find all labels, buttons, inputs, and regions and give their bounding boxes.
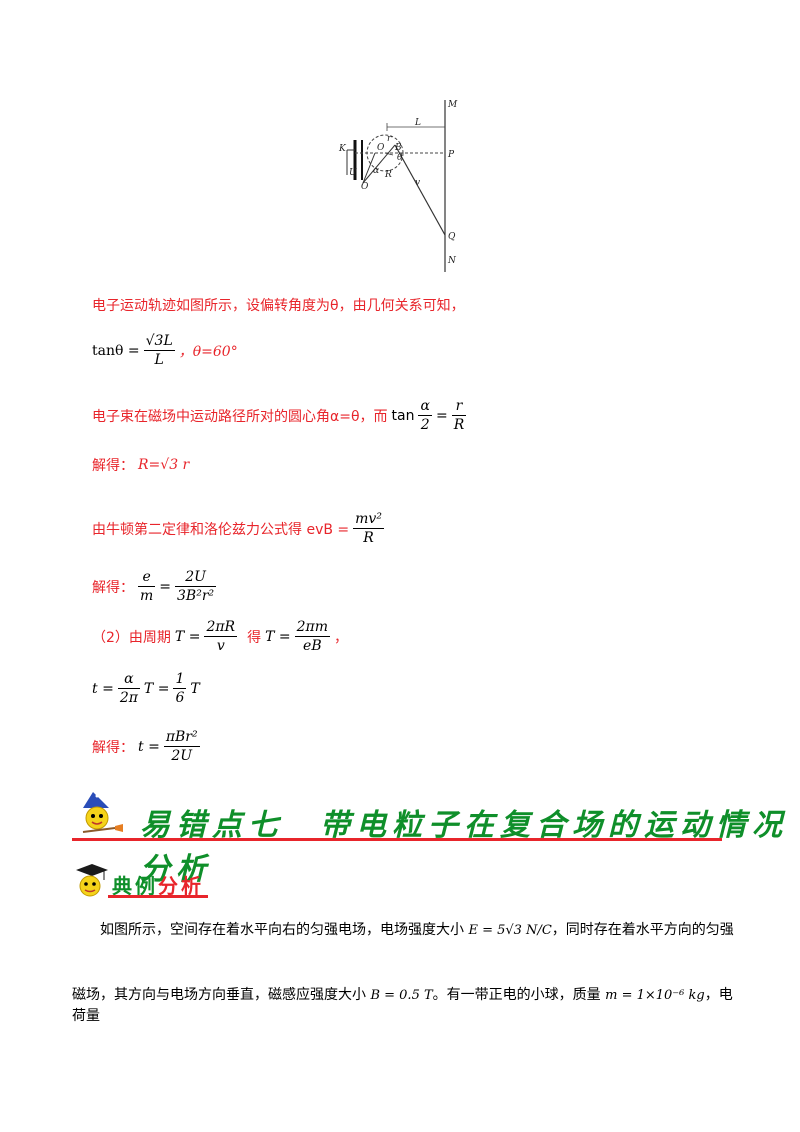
sub-title: 典例分析 [112,870,204,899]
line8-t1: T = [143,680,170,697]
line8-den2: 6 [175,690,185,706]
scholar-mascot-icon [76,864,108,897]
problem-p2-b: 。有一带正电的小球，质量 [432,987,601,1003]
line9-den: 2U [171,748,193,764]
line8-t2: T [190,680,200,697]
label-k: K [338,144,347,154]
line5-num: mv² [353,511,384,529]
solution-line-9: 解得： t = πBr² 2U [92,728,204,765]
solution-line-4: 解得： R=√3 r [92,455,193,475]
label-r-big: R [384,170,392,180]
line3-frac1: α 2 [418,397,432,434]
line4-label: 解得： [92,458,134,474]
problem-p2-formula1: B = 0.5 T [370,988,433,1003]
problem-line-2: 磁场，其方向与电场方向垂直，磁感应强度大小 B = 0.5 T。有一带正电的小球… [72,985,742,1026]
line4-expr: R=√3 r [138,457,190,473]
label-q: Q [448,232,456,242]
line7-num1: 2πR [204,619,238,637]
label-b: B [394,143,402,153]
line6-label: 解得： [92,579,134,596]
line7-label: （2）由周期 [92,629,171,646]
line8-den1: 2π [119,690,138,706]
line9-frac: πBr² 2U [163,728,200,765]
line6-frac2: 2U 3B²r² [175,568,217,605]
section-title: 易错点七 带电粒子在复合场的运动情况分析 [140,808,788,887]
eq1-lhs: tanθ = [92,342,140,359]
line8-num1: α [117,670,140,689]
line3-frac1-num: α [418,398,432,416]
line3-frac2: r R [451,397,467,434]
line7-t-eq2: T = [265,628,291,645]
label-o: O [361,182,369,192]
trajectory-diagram: M P Q N K U O O L R B r θ α v [338,100,458,272]
line7-frac1: 2πR v [204,618,238,655]
line6-frac1-num: e [138,568,156,587]
eq1-tail: ，θ=60° [178,343,238,360]
line3-tan: tan [391,407,415,424]
eq1-fraction: √3L L [143,332,175,369]
label-u: U [349,168,357,178]
line8-frac2: 1 6 [173,670,187,707]
line3-frac2-num: r [451,397,467,416]
problem-p2-a: 磁场，其方向与电场方向垂直，磁感应强度大小 [72,987,366,1003]
line9-num: πBr² [163,729,200,747]
solution-line-5: 由牛顿第二定律和洛伦兹力公式得 evB = mv² R [92,510,388,547]
line3-frac1-den: 2 [420,417,430,433]
line3-text: 电子束在磁场中运动路径所对的圆心角α=θ，而 [92,408,388,425]
solution-line-1: 电子运动轨迹如图所示，设偏转角度为θ，由几何关系可知， [92,298,465,314]
label-theta: θ [397,153,403,163]
label-o1: O [377,143,385,153]
line7-tail: ， [334,629,349,646]
sub-title-rule [108,895,208,898]
problem-p1-formula: E = 5√3 N/C [468,923,552,938]
eq1-num: √3L [143,333,175,351]
equation-tan-theta: tanθ = √3L L ，θ=60° [92,332,242,369]
line8-frac1: α 2π [117,670,140,707]
line9-label: 解得： [92,739,134,756]
line7-den1: v [216,638,225,654]
label-l: L [414,118,421,128]
line5-frac: mv² R [353,510,384,547]
line3-eq: = [435,407,448,424]
sub-title-first: 典例 [112,874,158,898]
sub-title-second: 分析 [158,874,204,898]
line7-num2: 2πm [294,619,331,637]
eq1-den: L [154,352,164,368]
line7-frac2: 2πm eB [294,618,331,655]
problem-line-1: 如图所示，空间存在着水平向右的匀强电场，电场强度大小 E = 5√3 N/C，同… [100,920,740,941]
line7-t-eq: T = [174,628,201,645]
label-r-small: r [387,134,392,144]
line3-frac2-den: R [453,417,465,433]
wizard-mascot-icon [82,792,123,833]
solution-line-6: 解得： e m = 2U 3B²r² [92,568,220,605]
line6-frac2-num: 2U [175,568,217,587]
line6-frac1: e m [138,568,156,605]
label-v: v [415,178,420,188]
line6-eq: = [159,578,172,595]
label-p: P [447,150,455,160]
line6-frac1-den: m [140,588,154,604]
solution-line-7: （2）由周期 T = 2πR v 得 T = 2πm eB ， [92,618,352,655]
label-alpha: α [373,166,379,176]
line9-lhs: t = [138,738,160,755]
line8-num2: 1 [173,671,187,689]
problem-p2-formula2: m = 1×10⁻⁶ kg [605,988,705,1003]
label-m: M [447,100,458,110]
problem-p1-a: 如图所示，空间存在着水平向右的匀强电场，电场强度大小 [100,922,464,938]
solution-line-8: t = α 2π T = 1 6 T [92,670,204,707]
line8-lhs: t = [92,680,114,697]
line5-den: R [363,530,374,546]
line5-text: 由牛顿第二定律和洛伦兹力公式得 evB = [92,521,350,538]
label-n: N [447,256,457,266]
section-rule [72,838,722,841]
line7-mid: 得 [247,629,262,646]
problem-p1-b: ，同时存在着水平方向的匀强 [551,922,734,938]
solution-line-3: 电子束在磁场中运动路径所对的圆心角α=θ，而 tan α 2 = r R [92,397,470,434]
problem-p2-c: ，电荷量 [72,987,733,1024]
line7-den2: eB [303,638,322,654]
line6-frac2-den: 3B²r² [177,588,215,604]
